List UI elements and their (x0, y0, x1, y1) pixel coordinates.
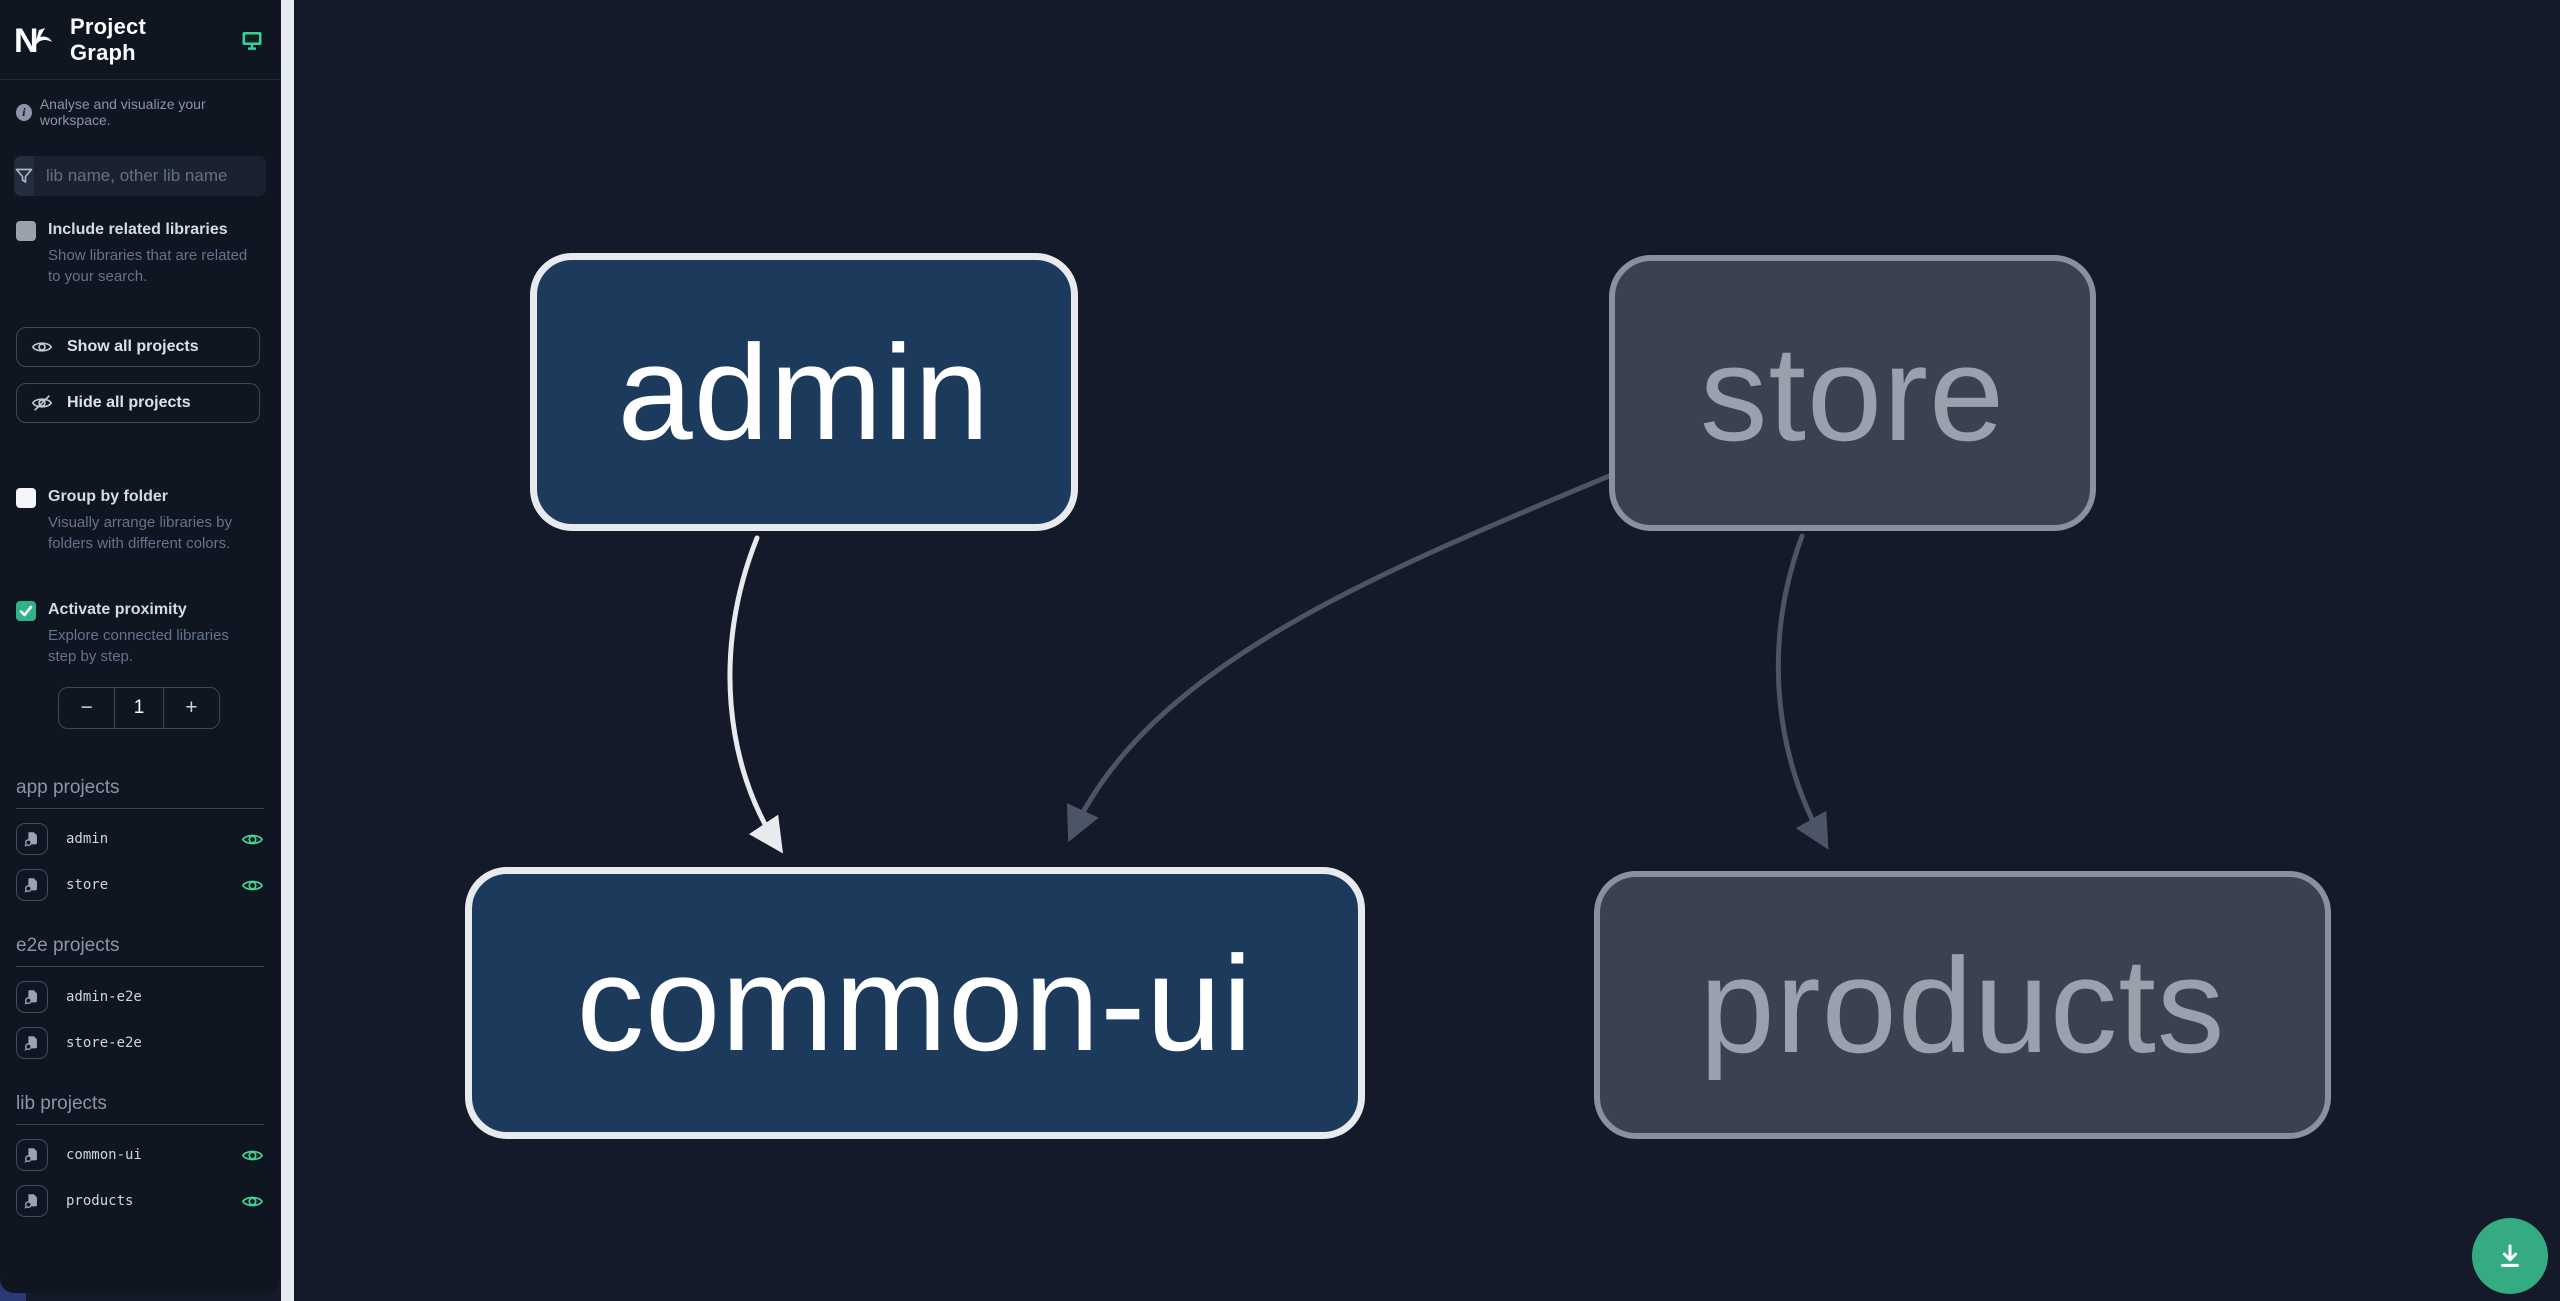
toggle-visibility-button[interactable] (241, 828, 264, 851)
project-name: common-ui (66, 1147, 142, 1163)
hide-all-projects-button[interactable]: Hide all projects (16, 383, 260, 423)
group-by-folder-description: Visually arrange libraries by folders wi… (48, 514, 232, 552)
graph-node-store[interactable]: store (1609, 255, 2096, 531)
visibility-eye-icon (241, 1196, 264, 1206)
show-all-projects-label: Show all projects (67, 338, 199, 355)
project-name: admin-e2e (66, 989, 142, 1005)
graph-node-label: store (1699, 317, 2006, 469)
focus-project-button[interactable] (16, 869, 48, 901)
page-title: Project Graph (70, 13, 146, 65)
download-icon (2501, 1244, 2519, 1267)
focus-project-icon (24, 1036, 37, 1051)
focus-project-icon (24, 1194, 37, 1209)
download-button[interactable] (2472, 1218, 2548, 1294)
graph-node-label: common-ui (576, 927, 1254, 1079)
focus-project-button[interactable] (16, 1185, 48, 1217)
proximity-stepper: − 1 + (58, 687, 220, 729)
visibility-eye-icon (241, 1150, 264, 1160)
graph-node-label: admin (617, 316, 991, 468)
activate-proximity-label: Activate proximity (48, 601, 187, 618)
app-header: N Project Graph (0, 0, 280, 80)
include-related-label: Include related libraries (48, 221, 228, 238)
focus-project-button[interactable] (16, 823, 48, 855)
graph-node-admin[interactable]: admin (530, 253, 1078, 531)
focus-project-icon (24, 878, 37, 893)
group-by-folder-row: Group by folder Visually arrange librari… (0, 463, 280, 554)
visibility-eye-icon (241, 880, 264, 890)
activate-proximity-checkbox[interactable] (16, 601, 36, 621)
toggle-visibility-button[interactable] (241, 874, 264, 897)
focus-project-button[interactable] (16, 1139, 48, 1171)
check-icon (19, 605, 33, 617)
focus-project-icon (24, 990, 37, 1005)
visibility-eye-icon (241, 834, 264, 844)
group-by-folder-label: Group by folder (48, 488, 168, 505)
eye-icon (31, 342, 53, 352)
focus-project-icon (24, 832, 37, 847)
include-related-row: Include related libraries Show libraries… (0, 196, 280, 287)
group-by-folder-checkbox[interactable] (16, 488, 36, 508)
focus-project-icon (24, 1148, 37, 1163)
info-icon: i (16, 103, 32, 121)
project-section: app projects admin store (16, 777, 264, 901)
sidebar: N Project Graph i Analyse and visualize … (0, 0, 280, 1293)
project-section: lib projects common-ui products (16, 1093, 264, 1217)
graph-node-products[interactable]: products (1594, 871, 2331, 1139)
project-list-item: admin-e2e (16, 981, 264, 1013)
project-section-title: e2e projects (16, 935, 264, 967)
graph-node-common-ui[interactable]: common-ui (465, 867, 1365, 1139)
project-list-item: admin (16, 823, 264, 855)
graph-edge-store-to-products[interactable] (1775, 533, 1829, 850)
toggle-visibility-button[interactable] (241, 1190, 264, 1213)
project-list-item: store-e2e (16, 1027, 264, 1059)
graph-edge-admin-to-common-ui[interactable] (727, 535, 783, 854)
graph-node-label: products (1699, 929, 2226, 1081)
focus-project-button[interactable] (16, 981, 48, 1013)
svg-text:N: N (16, 22, 39, 60)
activate-proximity-description: Explore connected libraries step by step… (48, 627, 229, 665)
project-section: e2e projects admin-e2e store-e2e (16, 935, 264, 1059)
project-section-title: app projects (16, 777, 264, 809)
project-name: store-e2e (66, 1035, 142, 1051)
filter-input[interactable] (34, 156, 266, 196)
project-section-title: lib projects (16, 1093, 264, 1125)
activate-proximity-row: Activate proximity Explore connected lib… (0, 576, 280, 667)
project-name: products (66, 1193, 134, 1209)
project-name: admin (66, 831, 109, 847)
monitor-icon[interactable] (240, 28, 264, 52)
proximity-decrement-button[interactable]: − (59, 688, 114, 728)
sidebar-scrollbar[interactable] (281, 0, 294, 1301)
project-list-item: common-ui (16, 1139, 264, 1171)
hide-all-projects-label: Hide all projects (67, 394, 191, 411)
filter-box (14, 156, 266, 196)
project-list-item: store (16, 869, 264, 901)
tagline: Analyse and visualize your workspace. (39, 96, 206, 128)
proximity-increment-button[interactable]: + (164, 688, 219, 728)
focus-project-button[interactable] (16, 1027, 48, 1059)
eye-off-icon (31, 395, 53, 411)
project-name: store (66, 877, 109, 893)
toggle-visibility-button[interactable] (241, 1144, 264, 1167)
proximity-value: 1 (114, 688, 164, 728)
include-related-description: Show libraries that are related to your … (48, 247, 248, 285)
show-all-projects-button[interactable]: Show all projects (16, 327, 260, 367)
funnel-icon (14, 156, 34, 196)
project-list-item: products (16, 1185, 264, 1217)
nx-logo-icon: N (16, 22, 52, 60)
include-related-checkbox[interactable] (16, 221, 36, 241)
project-sections: app projects admin store e2e projects admin-… (0, 777, 280, 1217)
graph-edge-store-to-common-ui[interactable] (1066, 471, 1617, 843)
